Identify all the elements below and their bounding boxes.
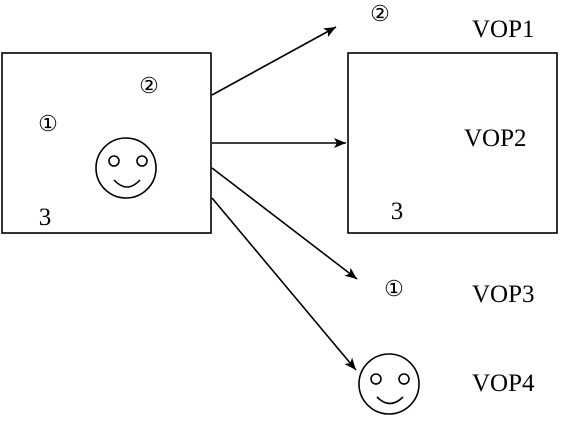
vop2-frame-box bbox=[347, 52, 558, 234]
vop1-content-marker-two: ② bbox=[370, 1, 390, 26]
vop4-label: VOP4 bbox=[472, 370, 535, 397]
vop4-smiley-face-icon bbox=[358, 353, 420, 415]
source-frame-box bbox=[1, 52, 212, 234]
vop3-label: VOP3 bbox=[472, 281, 535, 308]
arrow-to-vop4 bbox=[211, 197, 357, 371]
source-marker-two: ② bbox=[139, 73, 159, 98]
source-marker-one: ① bbox=[38, 111, 58, 136]
smiley-face-icon bbox=[95, 137, 157, 199]
arrow-to-vop3 bbox=[211, 167, 358, 280]
vop1-label: VOP1 bbox=[472, 16, 535, 43]
source-background-number: 3 bbox=[39, 204, 52, 231]
vop2-label: VOP2 bbox=[464, 125, 527, 152]
vop2-background-number: 3 bbox=[391, 198, 404, 225]
vop3-content-marker-one: ① bbox=[384, 276, 404, 301]
arrow-to-vop1 bbox=[211, 26, 337, 96]
